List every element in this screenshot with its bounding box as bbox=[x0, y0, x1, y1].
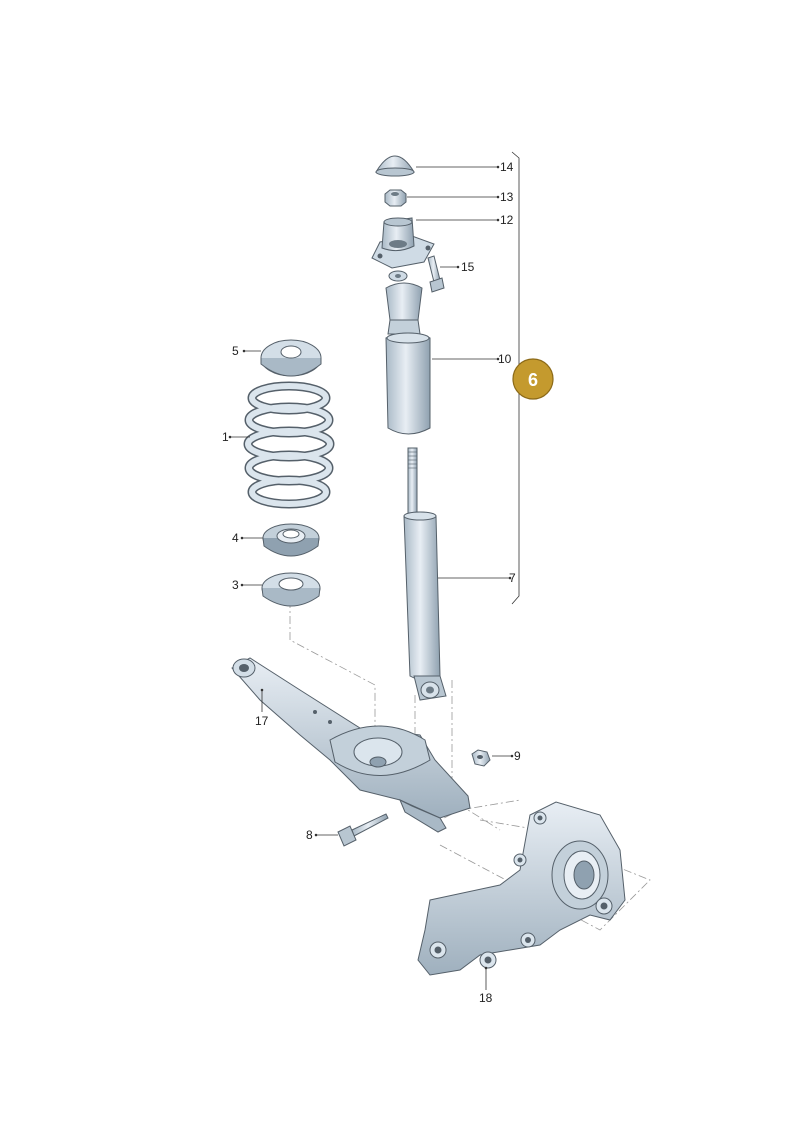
callout-10: 10 bbox=[498, 352, 512, 366]
callout-15: 15 bbox=[461, 260, 475, 274]
leader-lines bbox=[228, 165, 514, 990]
callout-3: 3 bbox=[232, 578, 239, 592]
callout-5: 5 bbox=[232, 344, 239, 358]
callout-17: 17 bbox=[255, 714, 269, 728]
top-mount-part bbox=[371, 217, 435, 269]
mount-bolt-part bbox=[427, 255, 445, 293]
long-bolt-part bbox=[337, 813, 389, 847]
callout-9: 9 bbox=[514, 749, 521, 763]
callout-12: 12 bbox=[500, 213, 514, 227]
mount-washer-hole bbox=[395, 274, 401, 278]
callout-7: 7 bbox=[509, 571, 516, 585]
dust-cap-part bbox=[375, 155, 415, 177]
callout-8: 8 bbox=[306, 828, 313, 842]
callout-4: 4 bbox=[232, 531, 239, 545]
coil-spring-part bbox=[243, 381, 335, 509]
upper-spring-seat-part bbox=[260, 339, 322, 377]
callout-18: 18 bbox=[479, 991, 493, 1005]
assembly-badge: 6 bbox=[512, 358, 554, 400]
callout-13: 13 bbox=[500, 190, 514, 204]
arm-nut-part bbox=[471, 749, 491, 767]
wheel-knuckle-part bbox=[417, 801, 626, 976]
lower-spring-seat-part bbox=[261, 572, 321, 607]
lower-control-arm-part bbox=[231, 657, 471, 833]
spring-pad-part bbox=[262, 523, 320, 557]
assembly-badge-label: 6 bbox=[528, 370, 538, 390]
top-nut-part bbox=[384, 189, 407, 207]
assembly-badge-circle bbox=[512, 358, 554, 400]
callout-14: 14 bbox=[500, 160, 514, 174]
shock-absorber-part bbox=[403, 447, 447, 701]
callout-labels: 14 13 12 15 10 7 5 1 4 3 17 9 8 18 bbox=[222, 160, 521, 1005]
callout-1: 1 bbox=[222, 430, 229, 444]
dust-boot-part bbox=[385, 282, 431, 435]
